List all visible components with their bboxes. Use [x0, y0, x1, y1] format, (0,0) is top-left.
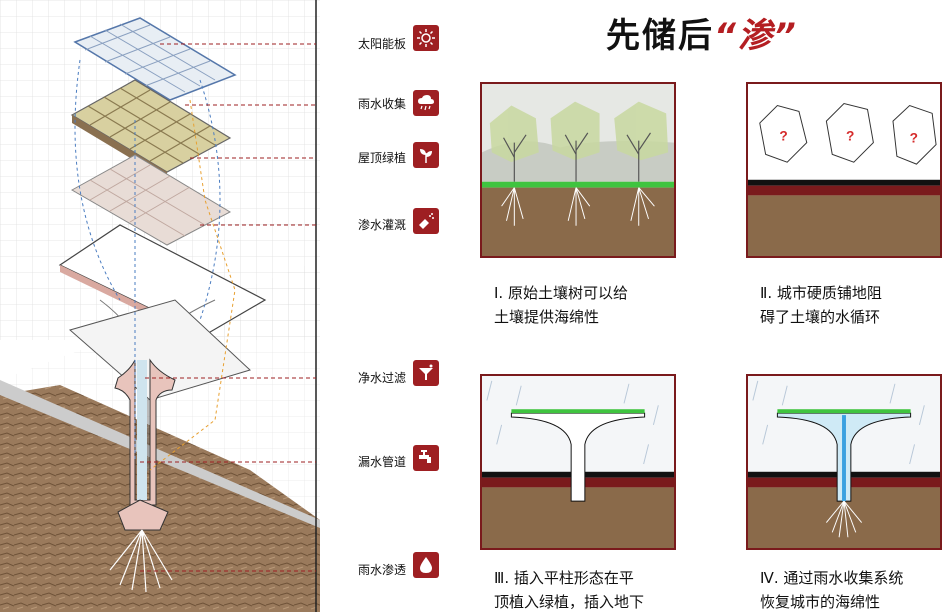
axonometric-diagram	[0, 0, 320, 612]
title-accent: “渗”	[714, 16, 798, 56]
faucet-icon	[413, 445, 439, 471]
caption-2-line-2: 碍了土壤的水循环	[760, 305, 951, 329]
caption-4-line-1: Ⅳ. 通过雨水收集系统	[760, 566, 951, 590]
caption-2: Ⅱ. 城市硬质铺地阻 碍了土壤的水循环	[760, 281, 951, 329]
label-drain: 漏水管道	[344, 455, 406, 469]
caption-1-line-2: 土壤提供海绵性	[494, 305, 704, 329]
panel-hard-paving: ? ? ?	[746, 82, 942, 258]
label-collect: 雨水收集	[344, 97, 406, 111]
title-main: 先储后	[606, 16, 714, 56]
unknown-tree-mark-3: ?	[910, 131, 918, 146]
label-green-roof: 屋顶绿植	[344, 151, 406, 165]
panel-restore-sponge	[746, 374, 942, 550]
page-title: 先储后“渗”	[606, 8, 798, 57]
caption-2-line-1: Ⅱ. 城市硬质铺地阻	[760, 281, 951, 305]
panel-original-soil	[480, 82, 676, 258]
leaf-icon	[413, 142, 439, 168]
label-irrigation: 渗水灌溉	[344, 218, 406, 232]
caption-1: Ⅰ. 原始土壤树可以给 土壤提供海绵性	[494, 281, 704, 329]
unknown-tree-mark-2: ?	[846, 129, 854, 144]
caption-3: Ⅲ. 插入平柱形态在平 顶植入绿植，插入地下	[494, 566, 704, 614]
label-seep: 雨水渗透	[344, 563, 406, 577]
rain-cloud-icon	[413, 90, 439, 116]
water-drop-icon	[413, 552, 439, 578]
caption-3-line-1: Ⅲ. 插入平柱形态在平	[494, 566, 704, 590]
caption-4: Ⅳ. 通过雨水收集系统 恢复城市的海绵性	[760, 566, 951, 614]
caption-4-line-2: 恢复城市的海绵性	[760, 590, 951, 614]
sprinkler-icon	[413, 208, 439, 234]
label-filter: 净水过滤	[344, 371, 406, 385]
panel-insert-column	[480, 374, 676, 550]
caption-3-line-2: 顶植入绿植，插入地下	[494, 590, 704, 614]
label-solar: 太阳能板	[344, 37, 406, 51]
caption-1-line-1: Ⅰ. 原始土壤树可以给	[494, 281, 704, 305]
filter-funnel-icon	[413, 360, 439, 386]
unknown-tree-mark-1: ?	[779, 129, 787, 144]
sun-icon	[413, 25, 439, 51]
